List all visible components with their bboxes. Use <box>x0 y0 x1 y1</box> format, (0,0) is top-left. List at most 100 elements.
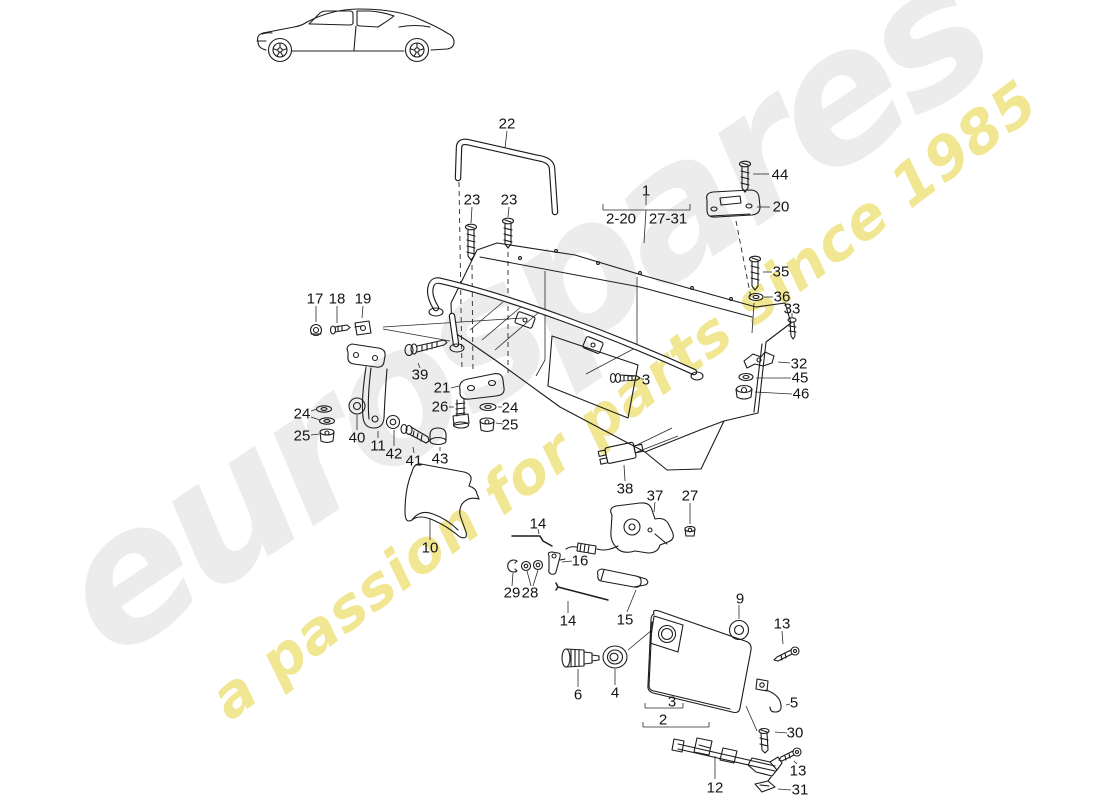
part-callout-15: 15 <box>617 612 634 629</box>
part-9-ring <box>728 619 750 641</box>
part-44-screw <box>738 160 752 193</box>
part-16-lever <box>547 551 566 575</box>
part-17-cap-nut <box>309 323 323 337</box>
part-callout-9: 9 <box>736 591 744 608</box>
part-11-strap <box>346 343 388 429</box>
part-callout-10: 10 <box>422 540 439 557</box>
part-14-rod-upper <box>511 535 553 547</box>
part-callout-13: 13 <box>774 616 791 633</box>
part-13-screw-lower <box>778 747 802 762</box>
part-callout-3: 3 <box>642 372 650 389</box>
part-35-screw <box>748 255 762 291</box>
part-callout-29: 29 <box>504 585 521 602</box>
part-33-screw <box>787 317 797 340</box>
rear-luggage-compartment-panel <box>426 242 792 471</box>
part-callout-44: 44 <box>772 167 789 184</box>
part-callout-6: 6 <box>574 687 582 704</box>
part-24-washers <box>315 405 336 425</box>
part-callout-13: 13 <box>790 763 807 780</box>
part-callout-23: 23 <box>501 192 518 209</box>
part-2-storage-lid <box>647 609 752 714</box>
part-callout-35: 35 <box>773 264 790 281</box>
part-callout-37: 37 <box>647 488 664 505</box>
part-19-clip-nut <box>354 320 372 336</box>
part-callout-2: 2 <box>659 712 667 729</box>
part-callout-18: 18 <box>329 291 346 308</box>
part-21-reinforcement-plate <box>459 373 505 400</box>
part-callout-3: 3 <box>668 694 676 711</box>
part-20-latch-bracket <box>706 189 761 218</box>
part-callout-42: 42 <box>386 446 403 463</box>
part-39-bolt <box>404 339 448 357</box>
part-25-nut <box>319 428 335 444</box>
part-4-bezel <box>602 645 628 669</box>
part-41-bolt <box>400 423 430 444</box>
part-40-washer <box>348 397 366 415</box>
part-callout-28: 28 <box>522 585 539 602</box>
part-23-screw <box>501 217 515 249</box>
part-32-bracket <box>743 351 775 369</box>
part-14-rod-lower <box>555 582 609 601</box>
assembly-range-left: 2-20 <box>606 211 636 228</box>
part-13-screw-upper <box>773 646 800 662</box>
part-callout-20: 20 <box>773 199 790 216</box>
part-42-washer <box>385 414 401 430</box>
part-callout-38: 38 <box>617 481 634 498</box>
part-callout-27: 27 <box>682 488 699 505</box>
part-29-circlip <box>507 559 518 573</box>
part-callout-24: 24 <box>502 400 519 417</box>
part-callout-24: 24 <box>294 406 311 423</box>
part-5-strap <box>755 678 782 713</box>
part-callout-11: 11 <box>370 438 386 455</box>
part-callout-43: 43 <box>432 451 449 468</box>
part-callout-19: 19 <box>355 291 372 308</box>
part-callout-12: 12 <box>707 780 724 797</box>
part-27-nut <box>684 525 696 537</box>
part-26-bolt <box>452 398 470 429</box>
part-46-nut <box>735 384 753 400</box>
part-callout-4: 4 <box>611 685 619 702</box>
part-callout-36: 36 <box>774 289 791 306</box>
part-callout-46: 46 <box>793 386 810 403</box>
part-callout-22: 22 <box>499 116 516 133</box>
part-callout-25: 25 <box>294 428 311 445</box>
part-callout-5: 5 <box>790 695 798 712</box>
leader-lines <box>310 130 798 791</box>
part-callout-21: 21 <box>434 380 451 397</box>
part-callout-25: 25 <box>502 417 519 434</box>
part-callout-30: 30 <box>787 725 804 742</box>
part-callout-32: 32 <box>791 356 808 373</box>
part-callout-41: 41 <box>406 453 423 470</box>
part-3-screw <box>609 372 641 384</box>
part-callout-16: 16 <box>572 553 589 570</box>
part-18-screw <box>329 324 351 335</box>
part-12-hinge-bar <box>671 737 783 777</box>
assembly-label: 1 2-20 27-31 <box>606 183 687 228</box>
part-callout-40: 40 <box>349 430 366 447</box>
part-callout-26: 26 <box>432 399 449 416</box>
part-callout-31: 31 <box>792 782 809 799</box>
watermark-layer: eurospares a passion for parts since 198… <box>17 0 1050 733</box>
part-45-washer <box>738 372 754 382</box>
part-30-screw <box>758 727 770 754</box>
part-28-washers <box>520 559 544 572</box>
part-callout-23: 23 <box>464 192 481 209</box>
part-31-clip <box>754 776 776 793</box>
part-24-washer <box>479 402 497 412</box>
part-22-retaining-bar <box>454 138 559 216</box>
part-23-screw <box>464 223 478 261</box>
part-callout-17: 17 <box>307 291 324 308</box>
part-43-cap <box>429 427 447 446</box>
part-callout-14: 14 <box>560 613 577 630</box>
part-10-cover-panel <box>404 463 480 539</box>
part-36-washer <box>748 292 764 302</box>
part-37-lock-mechanism <box>565 502 674 555</box>
assembly-range-right: 27-31 <box>649 211 687 228</box>
part-15-cylinder <box>596 568 649 588</box>
part-6-lock-cylinder <box>561 648 600 668</box>
part-callout-39: 39 <box>412 367 429 384</box>
part-callout-33: 33 <box>784 301 801 318</box>
